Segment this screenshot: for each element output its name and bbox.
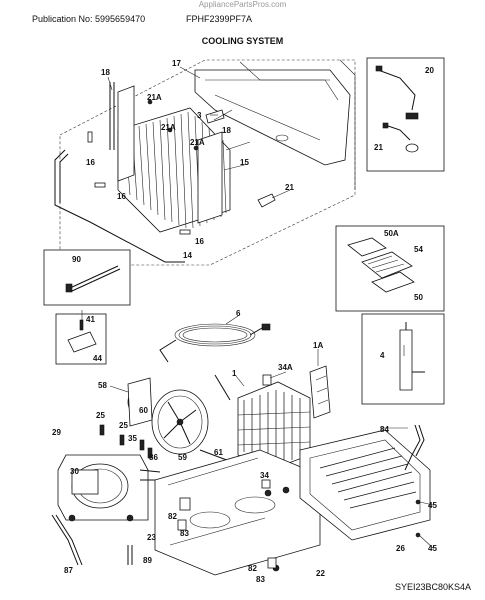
model-number: FPHF2399PF7A	[186, 14, 253, 24]
drain-pan	[299, 424, 431, 541]
callout-25-screw-2: 25	[119, 421, 128, 430]
callout-89-tube: 89	[143, 556, 152, 565]
callout-61-shroud: 61	[214, 448, 223, 457]
condenser-fan	[127, 377, 233, 463]
callout-17-trough: 17	[172, 59, 181, 68]
callout-84-drain-tube: 84	[380, 425, 389, 434]
diagram-code: SYEI23BC80KS4A	[394, 582, 471, 592]
callout-18-heater-2: 18	[222, 126, 231, 135]
callout-1A-bracket: 1A	[313, 341, 323, 350]
callout-14-tubing: 14	[183, 251, 192, 260]
callout-21-thermostat: 21	[285, 183, 294, 192]
callout-3-fitting: 3	[197, 111, 202, 120]
callout-41-screw: 41	[86, 315, 95, 324]
callout-45-screw-2: 45	[428, 544, 437, 553]
callout-90-probe: 90	[72, 255, 81, 264]
evaporator-assembly	[54, 59, 356, 266]
callout-22-base-plate: 22	[316, 569, 325, 578]
watermark: AppliancePartsPros.com	[198, 0, 287, 9]
callout-21A-screw: 21A	[147, 93, 162, 102]
probe-box	[43, 249, 131, 306]
condenser-bracket	[262, 365, 331, 419]
callout-30-relay: 30	[70, 467, 79, 476]
callout-86-screw: 86	[149, 453, 158, 462]
callout-25-screw: 25	[96, 411, 105, 420]
callout-18-heater: 18	[101, 68, 110, 77]
callout-16-clip: 16	[86, 158, 95, 167]
callout-34A-grommet: 34A	[278, 363, 293, 372]
callout-20-harness: 20	[425, 66, 434, 75]
callout-87-tube: 87	[64, 566, 73, 575]
callout-15-evaporator: 15	[240, 158, 249, 167]
defrost-thermostat-box	[366, 57, 445, 172]
callout-4-drier: 4	[380, 351, 385, 360]
drain-tubes	[51, 514, 133, 566]
callout-21A-screw-3: 21A	[190, 138, 205, 147]
callout-82-grommet: 82	[168, 512, 177, 521]
callout-21A-screw-2: 21A	[161, 123, 176, 132]
callout-60-motor: 60	[139, 406, 148, 415]
filter-drier-box	[361, 313, 445, 405]
callout-83-sleeve: 83	[180, 529, 189, 538]
callout-44-bracket: 44	[93, 354, 102, 363]
callout-82-grommet-2: 82	[248, 564, 257, 573]
callout-26-drain-pan: 26	[396, 544, 405, 553]
fasteners	[99, 424, 421, 569]
callout-34-grommet: 34	[260, 471, 269, 480]
callout-58-bracket: 58	[98, 381, 107, 390]
bracket-box	[55, 313, 107, 365]
leader-lines	[81, 66, 434, 549]
callout-29-compressor: 29	[52, 428, 61, 437]
callout-35-screw: 35	[128, 434, 137, 443]
diagram-title: COOLING SYSTEM	[201, 36, 284, 46]
callout-21-box: 21	[374, 143, 383, 152]
callout-16-clip-3: 16	[195, 237, 204, 246]
callout-6-power-cord: 6	[236, 309, 241, 318]
callout-50A-damper: 50A	[384, 229, 399, 238]
callout-83-sleeve-2: 83	[256, 575, 265, 584]
damper-control-box	[335, 225, 445, 312]
callout-50-damper: 50	[414, 293, 423, 302]
callout-54-cover: 54	[414, 245, 423, 254]
compressor	[57, 454, 161, 522]
publication-number: Publication No: 5995659470	[32, 14, 146, 24]
power-cord	[159, 323, 271, 363]
base-plate	[154, 449, 321, 576]
callout-16-clip-2: 16	[117, 192, 126, 201]
callout-59-fan-blade: 59	[178, 453, 187, 462]
callout-45-screw: 45	[428, 501, 437, 510]
callout-23-clip: 23	[147, 533, 156, 542]
callout-1-condenser: 1	[232, 369, 237, 378]
